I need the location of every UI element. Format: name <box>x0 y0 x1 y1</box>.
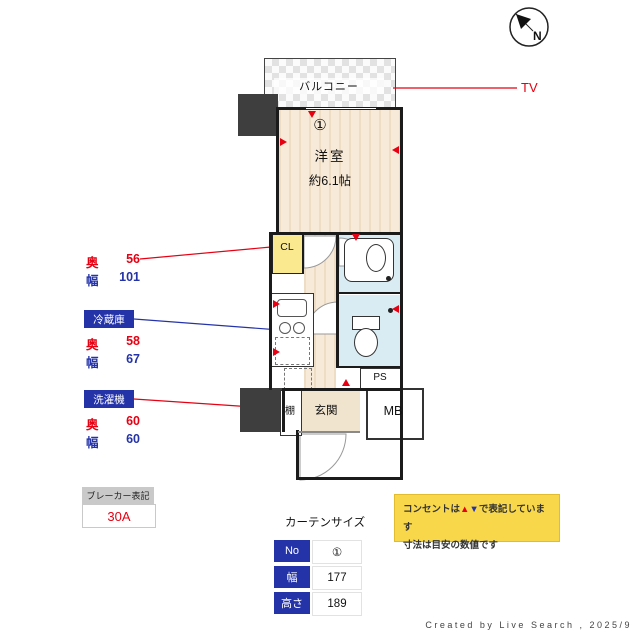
wall-left-kitchen <box>269 232 272 390</box>
closet-floor <box>272 234 304 274</box>
outlet-marker <box>392 305 399 313</box>
curtain-row-height-label: 高さ <box>274 592 310 614</box>
curtain-row-no-value: ① <box>312 540 362 564</box>
room-name-label: 洋室 <box>314 149 346 164</box>
pillar-top-left <box>238 94 278 136</box>
compass: N <box>508 6 550 48</box>
entrance-floor <box>298 390 360 432</box>
outlet-up-triangle-glyph: ▲ <box>460 504 470 515</box>
outlet-marker <box>280 138 287 146</box>
room-floor <box>279 110 400 232</box>
washer-title: 洗濯機 <box>84 390 134 408</box>
wall-entry-sep <box>282 388 402 391</box>
curtain-row-width-value: 177 <box>312 566 362 590</box>
wall-hall-bath <box>336 232 339 368</box>
wall-closet-right <box>302 232 304 274</box>
vanity-unit <box>344 238 394 282</box>
wall-entry-left <box>296 430 299 480</box>
vanity-sink-bowl <box>366 244 386 272</box>
compass-n-label: N <box>533 29 542 43</box>
legend-note-box: コンセントは▲▼で表記しています 寸法は目安の数値です <box>394 494 560 551</box>
wall-bottom <box>296 477 403 480</box>
fridge-outline <box>275 337 310 365</box>
stove-burner-right <box>293 322 305 334</box>
closet-leader-line <box>139 246 272 260</box>
curtain-row-height-value: 189 <box>312 592 362 616</box>
shelf-label: 棚 <box>285 405 295 417</box>
pillar-bottom-left <box>240 388 282 432</box>
wall-shelf-left <box>282 388 285 432</box>
outlet-marker <box>342 379 350 386</box>
tv-label: TV <box>521 80 538 95</box>
balcony-label: バルコニー <box>274 78 384 94</box>
legend-note-line2: 寸法は目安の数値です <box>403 540 499 552</box>
outlet-marker <box>392 146 399 154</box>
washer-outline <box>284 368 312 390</box>
entrance-label: 玄関 <box>314 405 338 417</box>
credit-text: Created by Live Search , 2025/9 <box>425 620 632 630</box>
wall-bath-toilet <box>339 292 401 294</box>
entry-door-arc <box>299 433 347 481</box>
outlet-marker <box>308 111 316 118</box>
toilet-button-dot <box>388 308 393 313</box>
legend-note-line1: コンセントは▲▼で表記しています <box>403 504 546 534</box>
outlet-marker <box>352 234 360 241</box>
room-size-label: 約6.1帖 <box>308 173 352 188</box>
fridge-title: 冷蔵庫 <box>84 310 134 328</box>
mb-label: MB <box>383 404 403 418</box>
window-line <box>306 108 376 110</box>
ps-label: PS <box>373 372 387 383</box>
curtain-row-width-label: 幅 <box>274 566 310 588</box>
breaker-value: 30A <box>82 504 156 528</box>
curtain-row-no-label: No <box>274 540 310 562</box>
outlet-marker <box>273 300 280 308</box>
outlet-marker <box>273 348 280 356</box>
breaker-title: ブレーカー表記 <box>82 487 154 504</box>
toilet-bowl <box>354 328 378 357</box>
wall-toilet-bottom <box>336 366 402 368</box>
curtain-marker: ① <box>313 117 327 134</box>
vanity-faucet-dot <box>386 276 391 281</box>
wall-right <box>400 107 403 480</box>
shelf-box <box>280 390 302 436</box>
stove-burner-left <box>279 322 291 334</box>
closet-label: CL <box>280 241 294 253</box>
outlet-down-triangle-glyph: ▼ <box>469 504 479 515</box>
kitchen-sink <box>277 299 307 317</box>
compass-needle <box>516 14 531 29</box>
entry-step-line <box>298 431 360 433</box>
curtain-table-title: カーテンサイズ <box>285 517 366 529</box>
wall-left-room <box>276 107 279 234</box>
